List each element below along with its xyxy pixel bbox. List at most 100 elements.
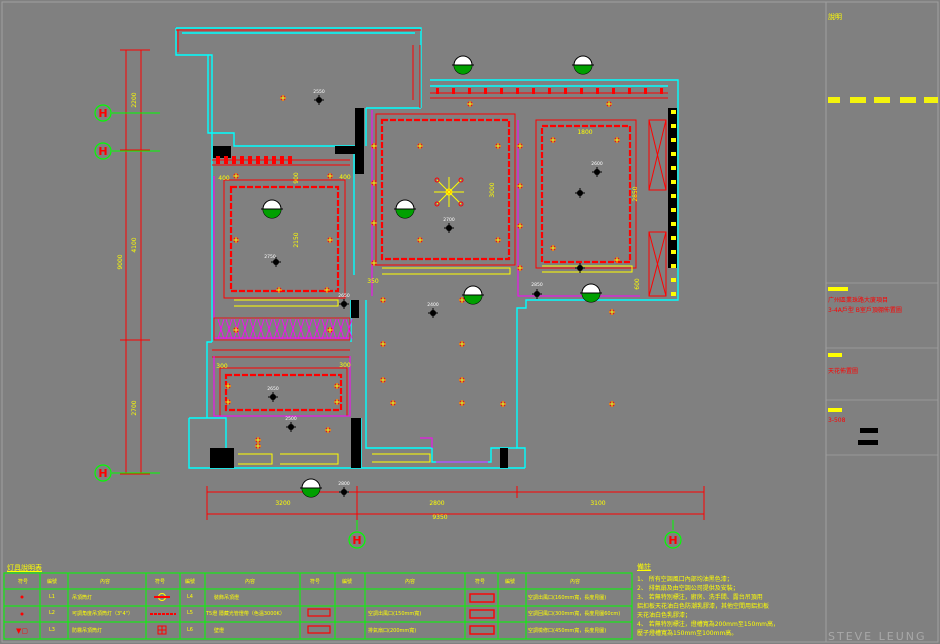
spotlight-icon xyxy=(339,487,349,497)
downlight-icon xyxy=(20,595,24,599)
exhaust-fan-icon xyxy=(307,625,331,634)
legend-desc: 空調檢修口(450mm寬，長度見圖) xyxy=(528,628,607,634)
legend-table xyxy=(3,572,633,640)
legend-code: L2 xyxy=(49,610,55,616)
grid-bubble-label: H xyxy=(98,467,107,480)
downlight-icon xyxy=(417,143,423,149)
dim-wc-w2: 300 xyxy=(339,362,351,369)
pendant-light-icon xyxy=(300,478,322,498)
downlight-icon xyxy=(327,327,333,333)
ceiling-outlines xyxy=(224,118,632,412)
notes-line: 3、 若無特別標注，廚房、洗手間、露台吊頂用 xyxy=(637,594,763,601)
downlight-icon xyxy=(380,297,386,303)
ac-diffuser-icon xyxy=(612,88,615,94)
downlight-icon xyxy=(380,341,386,347)
ac-diffuser-icon xyxy=(671,222,676,226)
legend-symbols: ▼▢ xyxy=(16,593,495,635)
chandelier-legend-icon xyxy=(154,593,170,601)
downlight-icon xyxy=(371,220,377,226)
spotlight-icon xyxy=(592,167,602,177)
spotlight-icon xyxy=(271,257,281,267)
downlight-icon xyxy=(495,143,501,149)
legend-header-code: 編號 xyxy=(342,579,353,585)
ac-diffuser-icon xyxy=(671,180,676,184)
legend-desc: 空調回風口(300mm寬，長度見圖60cm) xyxy=(528,611,621,617)
legend-desc: 空調出風口(150mm寬) xyxy=(368,611,422,617)
notes-line: 鋁扣板天花油白色防潮乳膠漆，其他空間用鋁扣板 xyxy=(637,603,770,610)
legend-header-content: 內容 xyxy=(405,579,416,585)
ceiling-tag: 2400 xyxy=(427,302,439,308)
legend-desc: 裝飾吊頂燈 xyxy=(214,595,240,601)
ceiling-tag: 2600 xyxy=(591,161,603,167)
legend-code: L4 xyxy=(187,594,193,600)
downlight-icon xyxy=(233,327,239,333)
wall-lamp-icon xyxy=(157,625,167,635)
downlight-icon xyxy=(550,137,556,143)
ac-diffuser-icon xyxy=(671,110,676,114)
notes-line: 天花油白色乳膠漆； xyxy=(637,612,692,619)
hatch-line xyxy=(281,318,289,340)
downlight-icon xyxy=(517,143,523,149)
notes-line: 2、 排氣扇及由空調公司提供及安裝； xyxy=(637,585,739,592)
svg-text:▼▢: ▼▢ xyxy=(16,627,28,635)
ceiling-tag: 2800 xyxy=(338,481,350,487)
ac-supply-icon xyxy=(307,608,331,617)
hatch-line xyxy=(289,318,297,340)
downlight-icon xyxy=(614,257,620,263)
light-fixtures xyxy=(225,95,620,497)
ac-diffuser-icon xyxy=(671,208,676,212)
ceiling-trim xyxy=(176,29,668,417)
ac-diffuser-icon xyxy=(671,194,676,198)
brand-logo: STEVE LEUNG xyxy=(828,630,927,643)
downlight-icon xyxy=(500,401,506,407)
hatch-line xyxy=(345,318,353,340)
downlight-icon xyxy=(380,377,386,383)
hatch-line xyxy=(241,318,249,340)
hatch-line xyxy=(225,318,233,340)
downlight-icon xyxy=(459,400,465,406)
ac-diffuser-icon xyxy=(671,278,676,282)
pendant-light-icon xyxy=(452,55,474,75)
ac-diffuser-icon xyxy=(468,88,471,94)
ac-diffuser-icon xyxy=(248,156,252,164)
ac-diffuser-icon xyxy=(224,156,228,164)
notes-line: 1、 所有空調風口內部均油黑色漆； xyxy=(637,576,733,583)
dim-small-w: 400 xyxy=(218,175,230,182)
spotlight-icon xyxy=(428,308,438,318)
ac-diffuser-icon xyxy=(280,156,284,164)
downlight-icon xyxy=(467,101,473,107)
downlight-icon xyxy=(255,443,261,449)
ac-access-icon xyxy=(469,625,495,635)
grid-bubble-label: H xyxy=(668,534,677,547)
downlight-icon xyxy=(606,101,612,107)
downlight-icon xyxy=(390,400,396,406)
downlight-icon xyxy=(459,341,465,347)
drawing-number: 3-508 xyxy=(828,417,846,424)
grid-bubble-label: H xyxy=(352,534,361,547)
dim-wc-w: 300 xyxy=(216,363,228,370)
dim-bottom-total: 9350 xyxy=(432,514,447,521)
legend-title: 灯具說明表 xyxy=(7,564,42,572)
spotlight-icon xyxy=(339,299,349,309)
ac-diffuser-icon xyxy=(580,88,583,94)
hatch-line xyxy=(305,318,313,340)
spotlight-icon xyxy=(575,263,585,273)
solid-walls xyxy=(210,108,677,468)
legend-header-code: 編號 xyxy=(185,579,196,585)
grid-bubble-label: H xyxy=(98,145,107,158)
ac-diffuser-icon xyxy=(628,88,631,94)
downlight-icon xyxy=(609,309,615,315)
ac-diffuser-icon xyxy=(216,156,220,164)
ac-diffuser-icon xyxy=(671,152,676,156)
dim-bottom-2: 2800 xyxy=(429,500,444,507)
hatch-line xyxy=(273,318,281,340)
pendant-lights xyxy=(261,55,602,498)
legend-header-code: 編號 xyxy=(505,579,516,585)
hatch-line xyxy=(313,318,321,340)
ac-diffuser-icon xyxy=(671,292,676,296)
pendant-light-icon xyxy=(261,199,283,219)
hatch-line xyxy=(265,318,273,340)
dim-left-3: 2700 xyxy=(131,400,138,415)
